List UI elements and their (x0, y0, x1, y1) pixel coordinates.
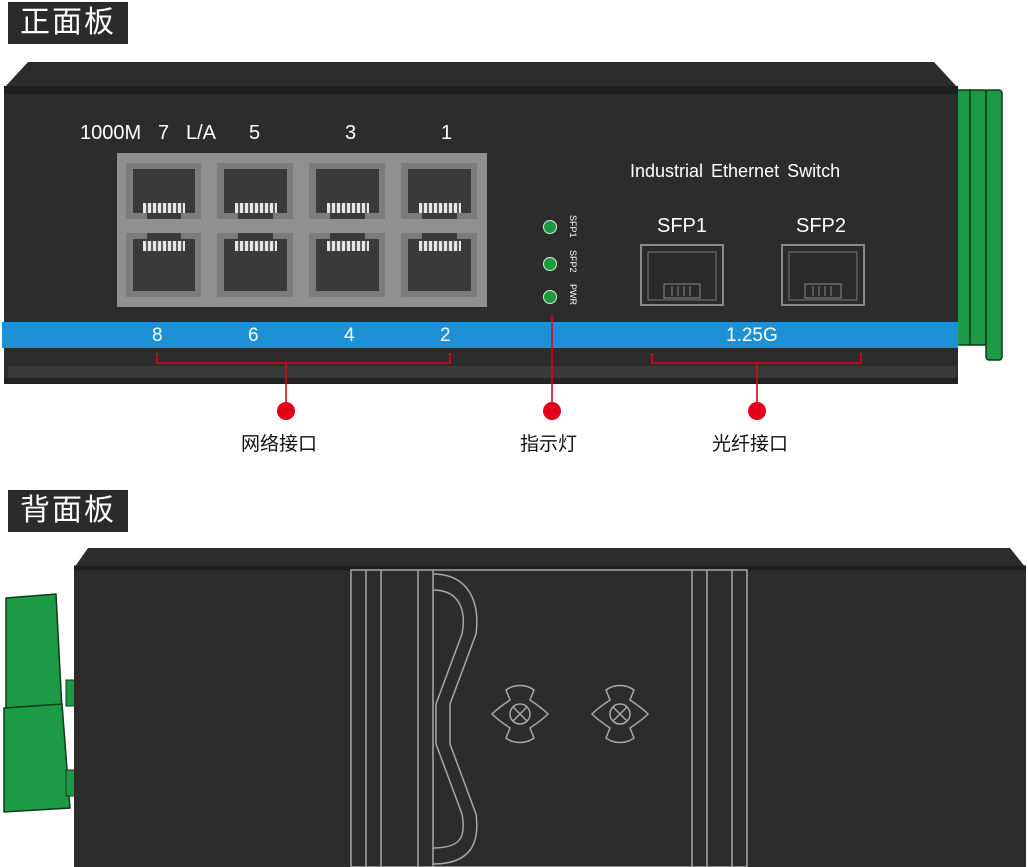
front-panel-title: 正面板 (8, 2, 128, 44)
label-1000m: 1000M (80, 122, 142, 144)
callout-dot-indicator (543, 402, 561, 420)
label-port-7: 7 (158, 122, 170, 144)
led-label-sfp1: SFP1 (568, 215, 578, 238)
rj45-port-block (117, 153, 487, 307)
terminal-block-back (3, 593, 77, 813)
led-sfp1 (543, 220, 557, 234)
callout-indicator: 指示灯 (520, 433, 578, 455)
screw-2 (590, 684, 650, 744)
label-port-5: 5 (249, 122, 261, 144)
callout-lines (156, 315, 862, 404)
callout-dot-network (277, 402, 295, 420)
blue-band (2, 322, 958, 348)
back-panel-body (74, 548, 1026, 867)
label-port-3: 3 (345, 122, 357, 144)
callout-network: 网络接口 (241, 433, 318, 455)
label-port-6: 6 (248, 325, 259, 346)
callout-fiber: 光纤接口 (712, 433, 789, 455)
screw-1 (490, 684, 550, 744)
callout-dot-fiber (748, 402, 766, 420)
sfp2-label: SFP2 (796, 215, 847, 237)
sfp1-port (640, 244, 724, 306)
led-sfp2 (543, 257, 557, 271)
label-la: L/A (186, 122, 217, 144)
device-name: Industrial Ethernet Switch (630, 161, 841, 181)
label-sfp-speed: 1.25G (726, 325, 778, 346)
sfp1-label: SFP1 (657, 215, 708, 237)
led-label-sfp2: SFP2 (568, 250, 578, 273)
label-port-1: 1 (441, 122, 453, 144)
label-port-2: 2 (440, 325, 451, 346)
led-pwr (543, 290, 557, 304)
din-rail-clip (350, 569, 748, 867)
label-port-4: 4 (344, 325, 355, 346)
sfp2-port (781, 244, 865, 306)
label-port-8: 8 (152, 325, 163, 346)
back-panel-title: 背面板 (8, 490, 128, 532)
